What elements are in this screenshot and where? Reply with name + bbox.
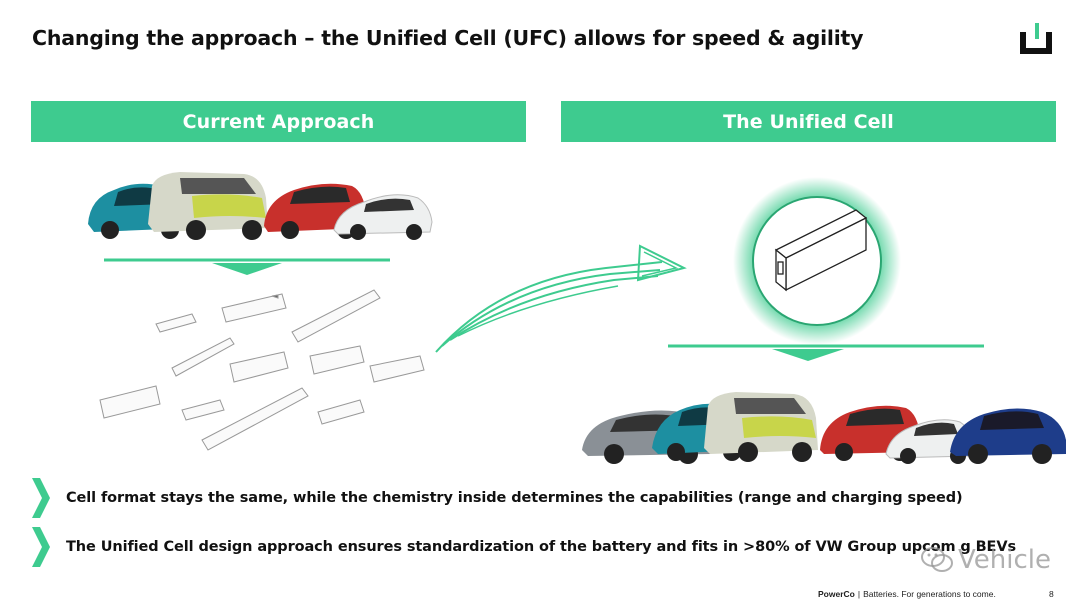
footer-separator: |	[857, 589, 861, 599]
unified-cell-image	[733, 177, 901, 345]
page-number: 8	[1049, 589, 1054, 599]
current-cars-image	[88, 172, 433, 240]
footer-tagline: Batteries. For generations to come.	[863, 589, 996, 599]
cell-format	[201, 387, 309, 451]
battery-cell-icon	[774, 209, 868, 292]
car-van	[148, 172, 268, 240]
car-van	[704, 392, 818, 462]
cell-format	[317, 399, 365, 425]
wechat-icon	[921, 547, 953, 572]
cell-format	[309, 345, 365, 375]
bullet-item: The Unified Cell design approach ensures…	[28, 527, 1016, 567]
chevron-right-icon	[32, 478, 50, 518]
cell-format	[155, 313, 197, 333]
current-approach-label: Current Approach	[182, 110, 375, 133]
current-approach-banner: Current Approach	[31, 101, 526, 142]
cell-format	[99, 385, 161, 419]
car-white-sport	[333, 194, 433, 240]
various-cell-formats-image	[99, 289, 425, 451]
cell-format	[221, 293, 287, 323]
bullet-item: Cell format stays the same, while the ch…	[28, 478, 963, 518]
curved-arrow-icon	[435, 244, 687, 353]
unified-cell-cars-image	[582, 392, 1066, 464]
car-blue-hatch	[950, 408, 1066, 464]
bullet-text: The Unified Cell design approach ensures…	[66, 539, 1016, 555]
right-divider	[668, 344, 984, 361]
watermark-text: Vehicle	[958, 545, 1051, 575]
slide-title: Changing the approach – the Unified Cell…	[32, 26, 864, 50]
bullet-text: Cell format stays the same, while the ch…	[66, 490, 963, 506]
cell-format	[229, 351, 289, 383]
cell-format	[291, 289, 381, 343]
bullet-text-end: g BEVs	[960, 539, 1016, 555]
footer-brand: PowerCo	[818, 589, 855, 599]
bullet-text-start: The Unified Cell design approach ensures…	[66, 539, 956, 555]
cell-format	[369, 355, 425, 383]
cell-format	[181, 399, 225, 421]
left-divider	[104, 258, 390, 275]
footer: PowerCo | Batteries. For generations to …	[818, 589, 996, 599]
powerco-logo-icon	[1020, 23, 1052, 54]
watermark: Vehicle	[920, 545, 1051, 575]
chevron-right-icon	[32, 527, 50, 567]
cell-format	[171, 337, 235, 377]
unified-cell-label: The Unified Cell	[723, 110, 894, 133]
unified-cell-banner: The Unified Cell	[561, 101, 1056, 142]
